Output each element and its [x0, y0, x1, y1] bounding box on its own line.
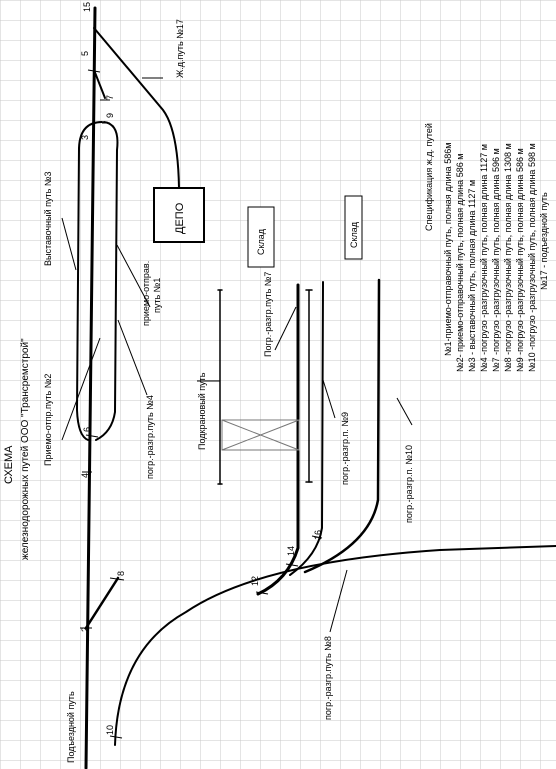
track-9: [289, 281, 324, 576]
switch-16: 16: [313, 530, 323, 540]
track-3: [75, 121, 103, 441]
spec-list: №1-приемо-отправочный путь, полная длина…: [443, 143, 549, 372]
label-pogr9: погр.-разгр.п. №9: [340, 412, 350, 485]
crossover-8: [84, 576, 120, 630]
depot-box: [153, 187, 205, 243]
label-podyezdnoy: Подъездной путь: [66, 691, 76, 763]
track-8: [114, 545, 556, 746]
switch-15: 15: [82, 2, 92, 12]
spec-item: №3 - выставочный путь, полная длина 1127…: [467, 180, 477, 372]
track-10: [303, 278, 381, 574]
switch-ticks: [80, 69, 323, 739]
track-17: [93, 27, 180, 189]
leader-lines: [61, 77, 413, 633]
switch-5: 5: [80, 51, 90, 56]
label-zhd17: Ж.д.путь №17: [175, 19, 185, 78]
switch-12: 12: [250, 576, 260, 586]
spec-item: №4 -погрузо -разгрузочный путь, полная д…: [479, 144, 489, 372]
switch-3: 3: [80, 135, 90, 140]
switch-7: 7: [105, 95, 115, 100]
label-sklad-2: Склад: [349, 221, 359, 248]
label-vystavochny: Выставочный путь №3: [43, 172, 53, 267]
spec-heading: Спецификация ж.д. путей: [424, 123, 434, 231]
switch-9: 9: [105, 113, 115, 118]
warehouse-box-2: [344, 195, 363, 260]
track-1: [95, 121, 119, 441]
crane-area: [221, 419, 300, 451]
switch-numbers: 15 5 7 9 3 6 4 8 2 10 12 14 16: [80, 2, 323, 735]
spec-item: №7 -погрузо -разгрузочный путь, полная д…: [491, 148, 501, 372]
spec-item: №9 -погрузо -разгрузочный путь, полная д…: [515, 148, 525, 372]
label-sklad-1: Склад: [256, 228, 266, 255]
label-pogr8: погр.-разгр.путь №8: [323, 636, 333, 720]
title-line1: СХЕМА: [3, 445, 15, 484]
switch-14: 14: [286, 546, 296, 556]
spec-item: №17 - подъездной путь: [539, 192, 549, 290]
tracks: [75, 6, 556, 769]
label-priemo1-a: приемо-отправ.: [141, 261, 151, 326]
spec-item: №8 -погрузо -разгрузочный путь, полная д…: [503, 143, 513, 372]
switch-2: 2: [80, 627, 90, 632]
label-priemo1-b: путь №1: [152, 278, 162, 313]
title-line2: железнодорожных путей ООО "Трансремстрой…: [20, 338, 31, 560]
warehouse-box-1: [247, 206, 275, 268]
spec-item: №1-приемо-отправочный путь, полная длина…: [443, 143, 453, 356]
switch-6: 6: [82, 427, 92, 432]
label-pogr7: Погр.-разгр.путь №7: [263, 272, 273, 357]
label-priemo2: Приемо-отпр.путь №2: [43, 374, 53, 466]
label-pogr10: погр.-разгр.п. №10: [404, 445, 414, 523]
track-7: [256, 283, 300, 596]
spec-item: №2- приемо-отправочный путь, полная длин…: [455, 154, 465, 372]
switch-8: 8: [116, 571, 126, 576]
branch-7: [93, 69, 106, 99]
switch-10: 10: [105, 725, 115, 735]
main-track: [84, 6, 97, 769]
label-depo: ДЕПО: [174, 202, 186, 234]
label-podkranovy: Подкрановый путь: [197, 372, 207, 450]
spec-item: №10 -погрузо -разгрузочный путь, полная …: [527, 143, 537, 372]
switch-4: 4: [80, 473, 90, 478]
label-pogr4: погр.-разгр.путь №4: [145, 395, 155, 479]
